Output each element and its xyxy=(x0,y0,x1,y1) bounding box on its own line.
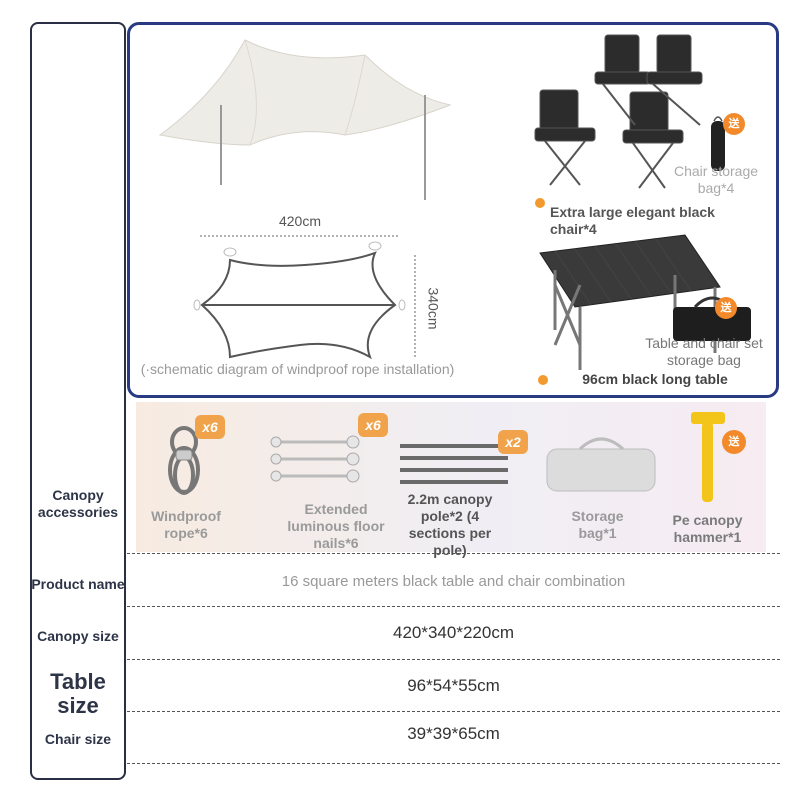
canopy-pole-icon xyxy=(400,444,508,484)
product-hero-panel: 420cm 340cm (·schematic diagram of windp… xyxy=(127,22,779,398)
table-size-value: 96*54*55cm xyxy=(407,676,500,695)
chair-size-label: Chair size xyxy=(44,731,112,747)
product-name-value: 16 square meters black table and chair c… xyxy=(281,573,626,590)
chair-caption: Extra large elegant black chair*4 xyxy=(550,204,715,237)
pole-caption: 2.2m canopy pole*2 (4 sections per pole) xyxy=(407,491,493,558)
table-size-label: Table size xyxy=(50,669,106,718)
chair-size-value: 39*39*65cm xyxy=(407,724,500,743)
table-bullet-dot xyxy=(538,375,548,385)
rope-qty-badge: x6 xyxy=(195,415,225,439)
chair-storage-bag-caption: Chair storage bag*4 xyxy=(673,163,759,196)
chair-bullet-dot xyxy=(535,198,545,208)
divider-line xyxy=(127,763,780,764)
windproof-rope-icon xyxy=(168,426,200,495)
width-dimension-label: 420cm xyxy=(278,213,322,229)
hammer-gift-badge: 送 xyxy=(722,430,746,454)
divider-line xyxy=(127,606,780,607)
table-bag-gift-badge: 送 xyxy=(715,297,737,319)
canopy-schematic-diagram xyxy=(193,235,416,360)
canopy-tent-illustration xyxy=(158,39,452,200)
chair-bag-gift-badge: 送 xyxy=(723,113,745,135)
table-caption: 96cm black long table xyxy=(582,371,728,387)
black-long-table-illustration xyxy=(539,234,721,370)
height-dimension-label: 340cm xyxy=(425,287,442,330)
product-name-label: Product name xyxy=(31,576,125,592)
schematic-caption: (·schematic diagram of windproof rope in… xyxy=(140,361,455,377)
divider-line xyxy=(127,659,780,660)
table-storage-bag-caption: Table and chair set storage bag xyxy=(645,335,763,368)
black-chairs-illustration xyxy=(534,34,703,189)
storage-bag-caption: Storage bag*1 xyxy=(571,508,624,541)
divider-line xyxy=(127,553,780,554)
hammer-caption: Pe canopy hammer*1 xyxy=(672,512,743,545)
nails-qty-badge: x6 xyxy=(358,413,388,437)
pole-qty-badge: x2 xyxy=(498,430,528,454)
left-label-column xyxy=(30,22,126,780)
accessories-row-label: Canopy accessories xyxy=(37,487,119,520)
divider-line xyxy=(127,711,780,712)
chair-storage-bag-icon xyxy=(711,116,725,171)
canopy-size-label: Canopy size xyxy=(37,628,119,644)
canopy-size-value: 420*340*220cm xyxy=(393,623,514,642)
rope-caption: Windproof rope*6 xyxy=(151,508,221,541)
storage-bag-icon xyxy=(546,437,656,492)
floor-nails-icon xyxy=(270,435,360,483)
canopy-hammer-icon xyxy=(691,412,725,502)
nails-caption: Extended luminous floor nails*6 xyxy=(287,501,385,551)
accessories-band xyxy=(136,402,766,552)
